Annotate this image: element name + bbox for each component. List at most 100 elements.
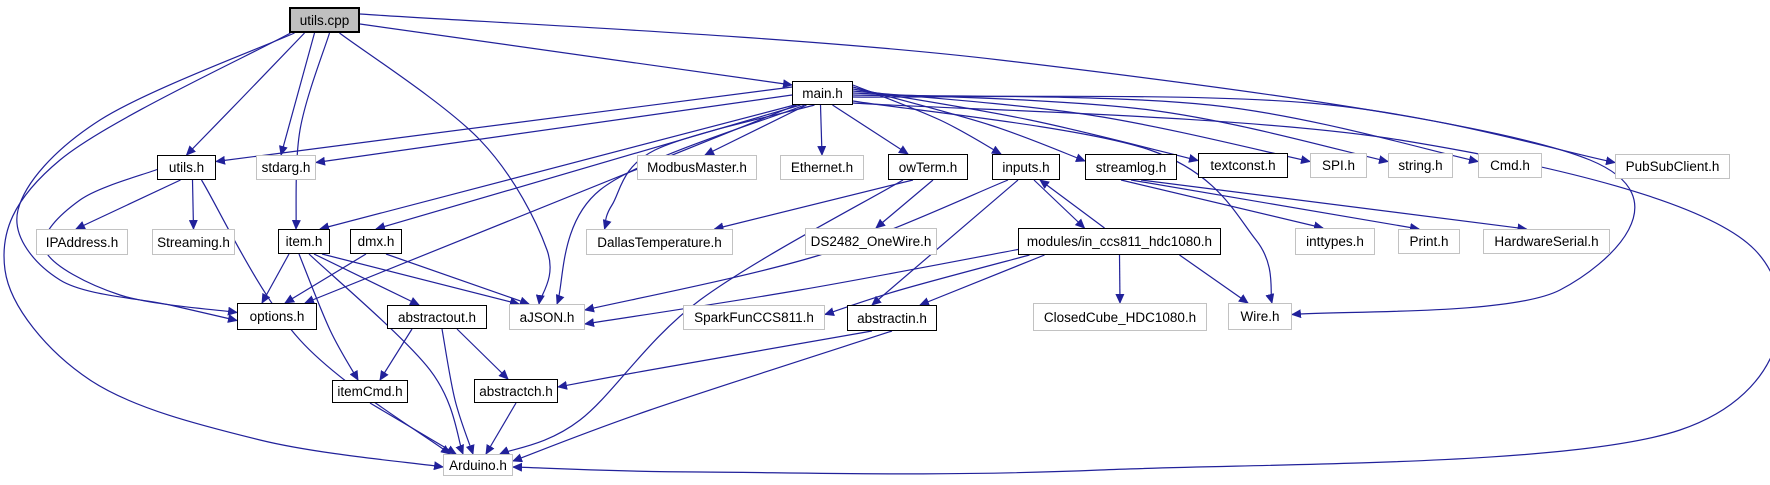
node-Cmd_h[interactable]: Cmd.h xyxy=(1478,153,1542,178)
edge-modules_in_ccs811_hdc1080_h-to-Wire_h xyxy=(1179,254,1249,304)
node-label: Wire.h xyxy=(1240,309,1280,324)
edge-item_h-to-aJSON_h xyxy=(321,253,520,307)
edge-main_h-to-Arduino_h xyxy=(512,102,1770,475)
node-ClosedCube_HDC1080_h[interactable]: ClosedCube_HDC1080.h xyxy=(1033,303,1207,331)
edge-modules_in_ccs811_hdc1080_h-to-SparkFunCCS811_h xyxy=(824,254,1030,316)
node-inttypes_h[interactable]: inttypes.h xyxy=(1295,228,1375,255)
node-label: dmx.h xyxy=(357,234,395,249)
node-label: main.h xyxy=(802,85,843,101)
edge-owTerm_h-to-Arduino_h xyxy=(499,179,904,455)
edge-utils_cpp-to-utils_h xyxy=(185,32,305,156)
edge-main_h-to-DallasTemperature_h xyxy=(602,104,815,230)
edge-abstractout_h-to-abstractch_h xyxy=(456,328,509,380)
node-label: abstractout.h xyxy=(397,309,477,325)
edge-abstractin_h-to-Arduino_h xyxy=(512,330,893,463)
edge-utils_cpp-to-Arduino_h xyxy=(3,32,444,471)
edge-itemCmd_h-to-Arduino_h xyxy=(369,402,457,455)
node-utils_cpp: utils.cpp xyxy=(289,7,360,33)
node-abstractout_h[interactable]: abstractout.h xyxy=(387,305,487,329)
node-label: options.h xyxy=(249,309,305,324)
node-Streaming_h[interactable]: Streaming.h xyxy=(152,229,235,255)
node-utils_h[interactable]: utils.h xyxy=(157,155,216,180)
node-itemCmd_h[interactable]: itemCmd.h xyxy=(332,380,408,403)
node-label: ClosedCube_HDC1080.h xyxy=(1043,309,1197,325)
edge-main_h-to-stdarg_h xyxy=(315,94,793,166)
edge-utils_cpp-to-aJSON_h xyxy=(339,32,551,305)
node-label: Cmd.h xyxy=(1490,158,1530,173)
edge-modules_in_ccs811_hdc1080_h-to-aJSON_h xyxy=(584,248,1019,328)
edge-main_h-to-owTerm_h xyxy=(832,104,909,155)
node-label: PubSubClient.h xyxy=(1625,159,1720,174)
node-options_h[interactable]: options.h xyxy=(237,303,317,330)
edge-modules_in_ccs811_hdc1080_h-to-abstractin_h xyxy=(919,254,1045,306)
edge-modules_in_ccs811_hdc1080_h-to-inputs_h xyxy=(1039,179,1105,229)
edge-owTerm_h-to-DallasTemperature_h xyxy=(713,179,914,232)
edge-streamlog_h-to-inttypes_h xyxy=(1120,179,1324,231)
node-label: Print.h xyxy=(1409,234,1449,249)
edge-streamlog_h-to-Print_h xyxy=(1130,179,1420,232)
node-label: abstractin.h xyxy=(857,310,927,326)
node-item_h[interactable]: item.h xyxy=(278,229,330,254)
edge-inputs_h-to-abstractin_h xyxy=(871,179,1019,306)
node-label: itemCmd.h xyxy=(337,384,403,399)
edge-modules_in_ccs811_hdc1080_h-to-ClosedCube_HDC1080_h xyxy=(1115,254,1125,304)
edge-item_h-to-abstractout_h xyxy=(313,253,420,306)
node-label: HardwareSerial.h xyxy=(1494,234,1599,249)
node-modules_in_ccs811_hdc1080_h[interactable]: modules/in_ccs811_hdc1080.h xyxy=(1018,228,1221,255)
node-Ethernet_h[interactable]: Ethernet.h xyxy=(780,155,864,180)
node-abstractin_h[interactable]: abstractin.h xyxy=(847,305,937,331)
node-label: SPI.h xyxy=(1321,158,1356,173)
node-IPAddress_h[interactable]: IPAddress.h xyxy=(36,229,128,255)
node-label: owTerm.h xyxy=(898,159,958,175)
node-owTerm_h[interactable]: owTerm.h xyxy=(888,154,968,180)
node-HardwareSerial_h[interactable]: HardwareSerial.h xyxy=(1483,229,1610,254)
edge-dmx_h-to-aJSON_h xyxy=(385,253,530,306)
node-label: inttypes.h xyxy=(1306,234,1364,249)
node-PubSubClient_h[interactable]: PubSubClient.h xyxy=(1615,154,1730,179)
node-ModbusMaster_h[interactable]: ModbusMaster.h xyxy=(637,155,757,180)
edge-abstractch_h-to-Arduino_h xyxy=(485,402,517,455)
edge-utils_cpp-to-item_h xyxy=(291,32,331,230)
node-inputs_h[interactable]: inputs.h xyxy=(992,154,1060,180)
node-label: SparkFunCCS811.h xyxy=(694,310,814,325)
node-label: Ethernet.h xyxy=(790,160,854,175)
node-SparkFunCCS811_h[interactable]: SparkFunCCS811.h xyxy=(683,305,825,330)
node-dmx_h[interactable]: dmx.h xyxy=(350,229,402,254)
node-Print_h[interactable]: Print.h xyxy=(1398,229,1460,254)
node-label: textconst.h xyxy=(1210,158,1276,173)
node-streamlog_h[interactable]: streamlog.h xyxy=(1085,154,1177,180)
node-DallasTemperature_h[interactable]: DallasTemperature.h xyxy=(586,229,733,255)
edge-abstractout_h-to-Arduino_h xyxy=(441,328,475,455)
node-label: aJSON.h xyxy=(519,309,575,325)
node-label: Arduino.h xyxy=(449,457,507,473)
node-Wire_h[interactable]: Wire.h xyxy=(1228,303,1292,330)
node-abstractch_h[interactable]: abstractch.h xyxy=(474,379,558,403)
node-label: inputs.h xyxy=(1002,159,1050,175)
node-main_h[interactable]: main.h xyxy=(792,81,853,105)
node-label: modules/in_ccs811_hdc1080.h xyxy=(1026,234,1213,249)
edge-main_h-to-PubSubClient_h xyxy=(852,95,1616,166)
node-DS2482_OneWire_h[interactable]: DS2482_OneWire.h xyxy=(805,228,937,255)
node-textconst_h[interactable]: textconst.h xyxy=(1198,153,1288,178)
node-label: IPAddress.h xyxy=(45,234,119,250)
node-string_h[interactable]: string.h xyxy=(1388,153,1453,178)
edge-main_h-to-Wire_h xyxy=(852,100,1275,304)
edge-abstractout_h-to-itemCmd_h xyxy=(379,328,413,381)
node-SPI_h[interactable]: SPI.h xyxy=(1310,153,1367,178)
edge-utils_cpp-to-options_h xyxy=(16,32,295,323)
edge-main_h-to-aJSON_h xyxy=(555,104,805,305)
edge-main_h-to-options_h xyxy=(304,104,797,304)
edge-abstractin_h-to-abstractch_h xyxy=(557,330,873,390)
edge-streamlog_h-to-HardwareSerial_h xyxy=(1140,179,1528,233)
edge-main_h-to-Ethernet_h xyxy=(817,104,827,156)
node-label: string.h xyxy=(1398,158,1443,173)
edge-item_h-to-options_h xyxy=(261,253,290,304)
node-label: DS2482_OneWire.h xyxy=(810,234,932,249)
node-label: utils.cpp xyxy=(299,12,350,28)
node-aJSON_h[interactable]: aJSON.h xyxy=(509,304,585,330)
node-stdarg_h[interactable]: stdarg.h xyxy=(256,155,316,180)
edge-utils_h-to-IPAddress_h xyxy=(75,179,181,230)
edge-main_h-to-Cmd_h xyxy=(852,94,1479,165)
node-Arduino_h[interactable]: Arduino.h xyxy=(443,454,513,476)
